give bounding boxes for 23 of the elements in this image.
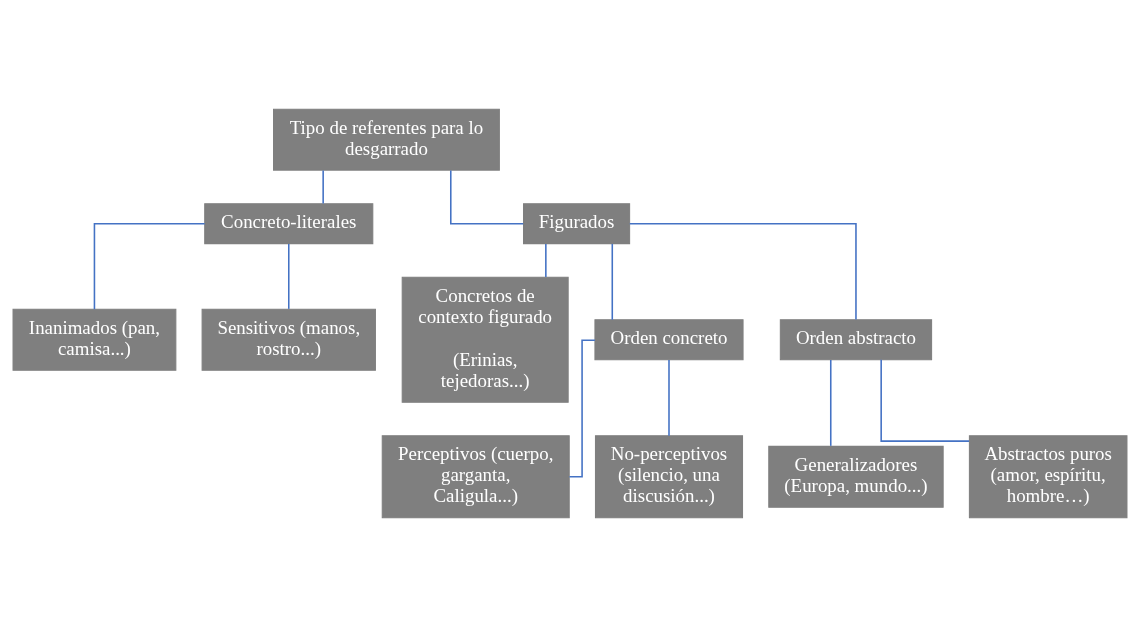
node-box: Abstractos puros (amor, espíritu, hombre…) (968, 434, 1128, 518)
node-box: Figurados (523, 202, 631, 244)
connector (450, 169, 524, 224)
connector (611, 242, 614, 321)
node-box: Tipo de referentes para lo desgarrado (273, 108, 500, 171)
node-box: Sensitivos (manos, rostro...) (201, 308, 376, 371)
connector (568, 339, 596, 478)
node-box: No-perceptivos (silencio, una discusión...) (594, 434, 744, 518)
node-box: Orden abstracto (779, 318, 933, 360)
node-box: Orden concreto (594, 318, 744, 360)
connector (880, 358, 970, 442)
node-box: Inanimados (pan, camisa...) (12, 308, 177, 371)
connector (287, 242, 290, 310)
connector (829, 358, 832, 447)
node-box: Concretos de contexto figurado (Erinias, tejedoras...) (401, 276, 569, 403)
connector (545, 242, 547, 278)
connector (668, 358, 670, 437)
connector (322, 169, 324, 204)
connector (93, 222, 206, 310)
node-box: Perceptivos (cuerpo, garganta, Caligula...) (381, 434, 570, 518)
node-box: Generalizadores (Europa, mundo...) (768, 445, 944, 508)
connector (629, 222, 857, 320)
node-box: Concreto-literales (204, 202, 374, 244)
